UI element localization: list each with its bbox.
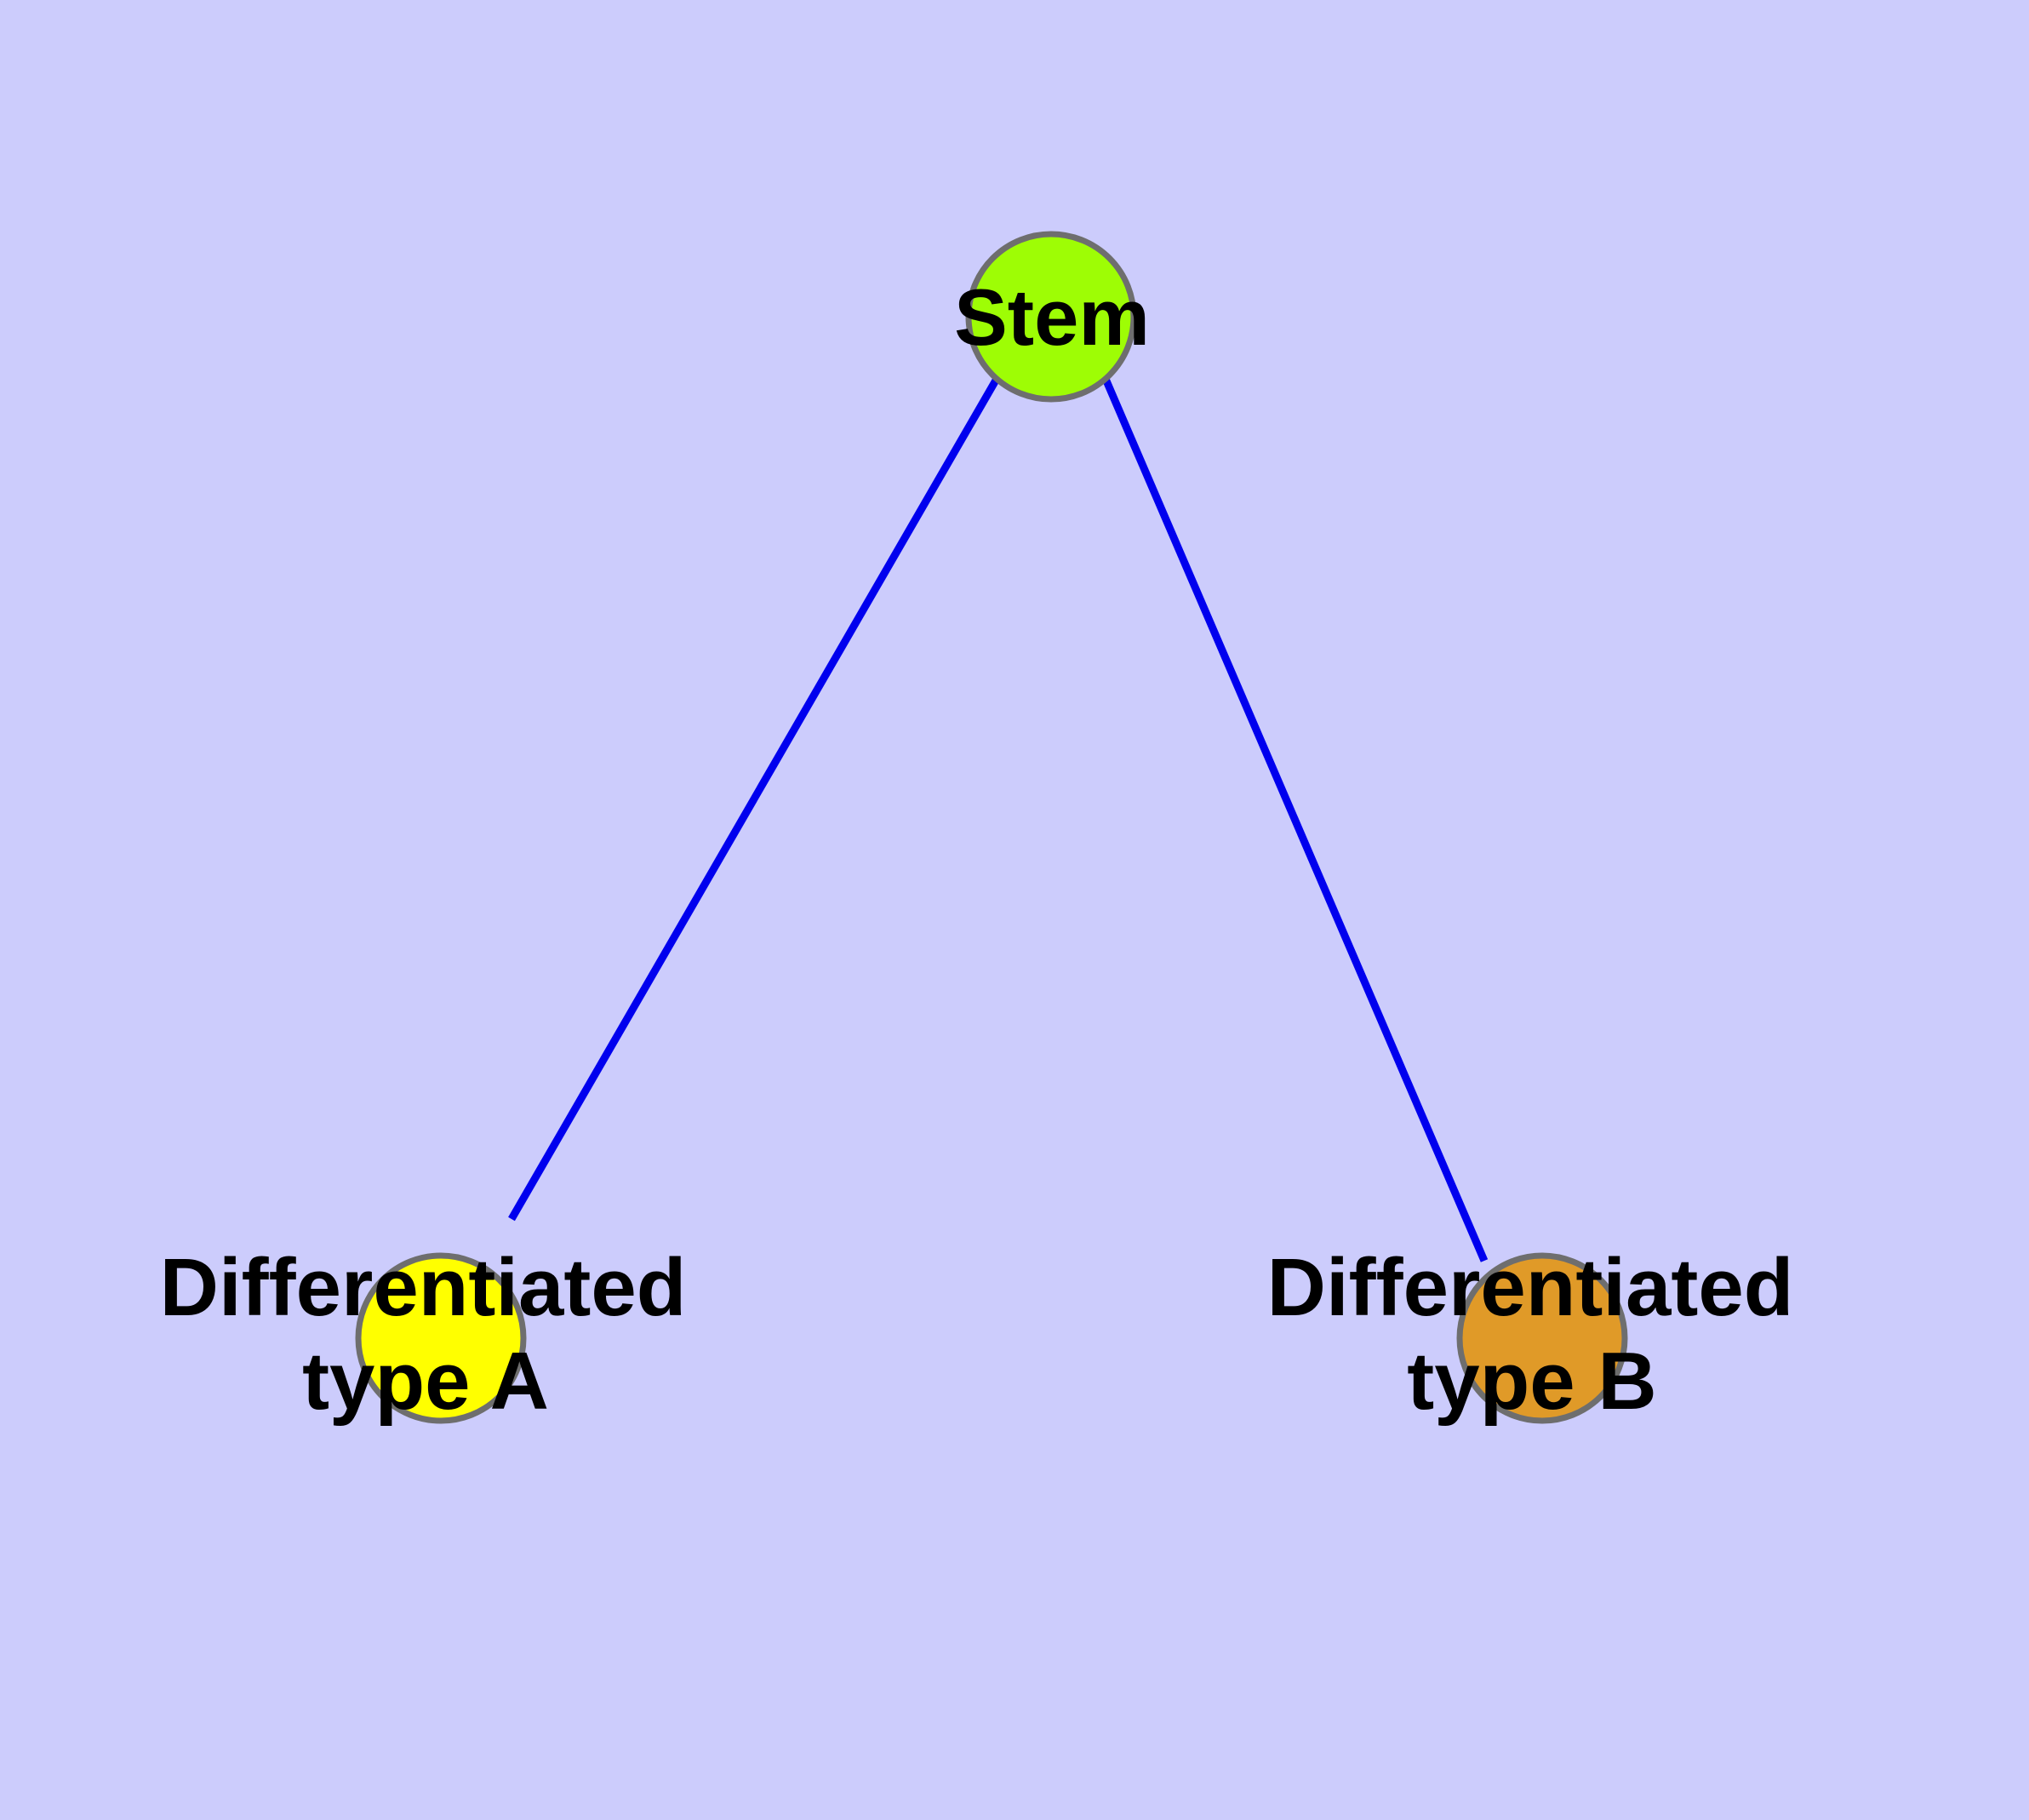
node-label-differentiated-type-a-line2: type A	[302, 1336, 549, 1427]
edge-stem-to-differentiated-type-a[interactable]	[508, 376, 1000, 1222]
node-label-differentiated-type-b-line2: type B	[1407, 1336, 1656, 1427]
node-label-differentiated-type-a-line1: Differentiated	[160, 1242, 687, 1333]
edge-group	[508, 376, 1489, 1262]
node-group	[355, 231, 1628, 1424]
node-label-group: Stem Differentiated type A Differentiate…	[160, 272, 1794, 1427]
edge-stem-to-differentiated-type-b[interactable]	[1101, 377, 1489, 1262]
node-label-differentiated-type-b-line1: Differentiated	[1267, 1242, 1794, 1333]
node-label-stem: Stem	[954, 272, 1150, 362]
node-differentiated-type-b[interactable]	[1456, 1252, 1628, 1424]
node-stem[interactable]	[965, 231, 1137, 403]
node-differentiated-type-a[interactable]	[355, 1252, 527, 1424]
